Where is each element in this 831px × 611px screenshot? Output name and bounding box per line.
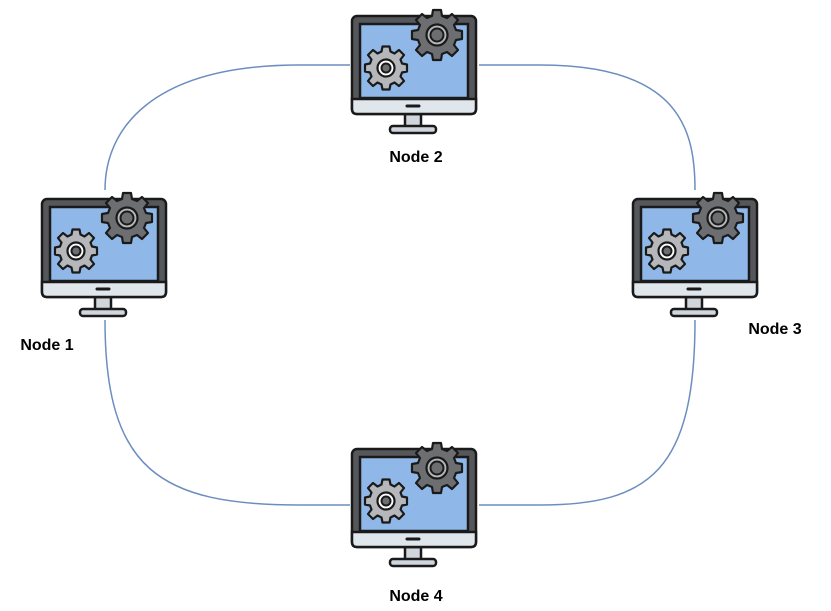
computer-gear-icon <box>42 193 166 316</box>
node-3: Node 3 <box>633 193 802 338</box>
computer-gear-icon <box>633 193 757 316</box>
edge-node1-node2 <box>104 64 350 191</box>
edge-node2-node3 <box>479 64 696 191</box>
node-4: Node 4 <box>352 443 476 605</box>
node-label: Node 4 <box>389 588 442 605</box>
edge-node3-node4 <box>479 319 696 506</box>
edges <box>104 64 696 506</box>
node-label: Node 3 <box>748 321 801 338</box>
node-label: Node 2 <box>389 149 442 166</box>
node-2: Node 2 <box>352 10 476 166</box>
node-label: Node 1 <box>20 337 73 354</box>
edge-node4-node1 <box>104 319 350 506</box>
computer-gear-icon <box>352 10 476 133</box>
computer-gear-icon <box>352 443 476 566</box>
node-1: Node 1 <box>20 193 166 354</box>
